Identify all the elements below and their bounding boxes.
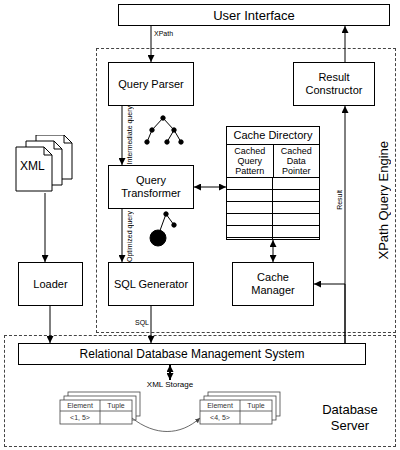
table-cell: Element [60, 401, 100, 411]
connector-arrow [122, 106, 123, 165]
server-region: Database Server Relational Database Manag… [4, 335, 396, 447]
process-box: Loader [18, 262, 83, 306]
link-arrow [132, 418, 200, 432]
storage-tables [40, 380, 300, 442]
table-empty-rows [227, 178, 319, 239]
box-label: Relational Database Management System [80, 347, 305, 361]
table-rule [100, 400, 101, 424]
column-heading: Cached Data Pointer [274, 145, 320, 177]
table-cell: Element [200, 401, 240, 411]
process-box: SQL Generator [108, 262, 194, 306]
process-box: User Interface [118, 4, 390, 26]
engine-region: XPath Query Engine Query Parser Result Con… [96, 48, 396, 333]
document-page [16, 147, 52, 191]
box-label: Cache Manager [235, 271, 311, 297]
region-label: Database Server [313, 402, 387, 434]
table-rule [60, 411, 132, 412]
intermediate-tree [145, 116, 183, 144]
document-icon: XML [12, 135, 76, 193]
table-header-row: Cached Query PatternCached Data Pointer [227, 144, 319, 178]
edge-label: Intermediate query [125, 106, 134, 164]
table-cell: <1, 5> [60, 413, 100, 423]
cache-table: Cache DirectoryCached Query PatternCache… [226, 126, 320, 240]
process-box: Result Constructor [293, 62, 375, 106]
table-rule [240, 400, 241, 424]
process-box: Query Transformer [108, 165, 194, 209]
column-heading: Cached Query Pattern [227, 145, 274, 177]
edge-label: Optimized query [125, 211, 134, 262]
connector-arrow [169, 365, 171, 380]
connector-arrow [345, 106, 346, 343]
region-label: XPath Query Engine [376, 141, 391, 260]
connector-arrow [151, 26, 152, 62]
connector-arrow [151, 306, 152, 343]
box-label: User Interface [213, 8, 295, 23]
document-label: XML [20, 159, 45, 173]
connector-arrow [194, 187, 226, 188]
table-sheet [200, 400, 272, 424]
table-rule [200, 411, 272, 412]
box-label: Result Constructor [296, 71, 372, 97]
connector-arrow [45, 193, 46, 262]
optimized-tree [150, 212, 176, 246]
box-label: SQL Generator [114, 278, 188, 291]
connector-arrow [122, 209, 123, 262]
box-label: Query Parser [118, 78, 183, 91]
connector-arrow [345, 26, 346, 62]
box-label: Query Transformer [111, 174, 191, 200]
process-box: Relational Database Management System [18, 343, 366, 365]
table-cell: Tuple [240, 401, 272, 411]
process-box: Cache Manager [232, 262, 314, 306]
process-box: Query Parser [108, 62, 194, 106]
connector-arrow [50, 306, 51, 343]
table-cell: <4, 5> [200, 413, 240, 423]
storage-group: XML StorageElementTuple<1, 5>ElementTupl… [40, 380, 300, 442]
connector-arrow [314, 284, 345, 343]
box-label: Loader [33, 278, 67, 291]
table-sheet [60, 400, 132, 424]
table-heading: Cache Directory [227, 127, 319, 144]
storage-label: XML Storage [40, 380, 300, 390]
connector-arrow [273, 240, 274, 262]
table-cell: Tuple [100, 401, 132, 411]
edge-label: XPath [154, 29, 173, 38]
edge-label: Result [335, 190, 344, 210]
edge-label: SQL [135, 318, 149, 327]
